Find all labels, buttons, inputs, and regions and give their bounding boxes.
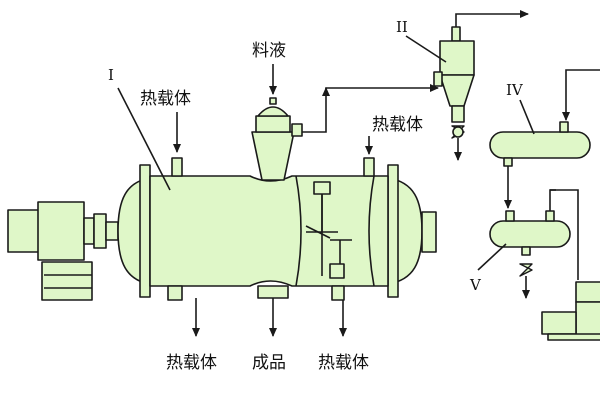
label-equipment-I: I (108, 66, 114, 84)
leader-II (405, 35, 447, 63)
label-equipment-II: II (396, 18, 408, 36)
label-equipment-IV: IV (506, 81, 524, 99)
label-heat-out-right: 热载体 (318, 353, 369, 373)
leader-IV (519, 99, 535, 135)
condenser-inlet-line (562, 69, 600, 121)
receiver-tank (489, 210, 571, 277)
vapour-line-to-condenser (455, 10, 529, 27)
drive-motor (7, 201, 119, 301)
label-feed-liquid: 料液 (252, 41, 286, 61)
condenser (489, 121, 591, 167)
leader-I (117, 87, 171, 191)
label-equipment-V: V (469, 276, 482, 294)
rake-dryer-vessel (117, 97, 437, 301)
vacuum-pump (541, 281, 600, 341)
cyclone-separator (433, 26, 475, 139)
vapour-line-to-cyclone (302, 84, 439, 133)
label-heat-in-left: 热载体 (140, 89, 191, 109)
vacuum-line (549, 189, 579, 280)
leader-V (477, 243, 507, 271)
label-product: 成品 (252, 353, 286, 373)
label-heat-in-right: 热载体 (372, 115, 423, 135)
label-heat-out-left: 热载体 (166, 353, 217, 373)
